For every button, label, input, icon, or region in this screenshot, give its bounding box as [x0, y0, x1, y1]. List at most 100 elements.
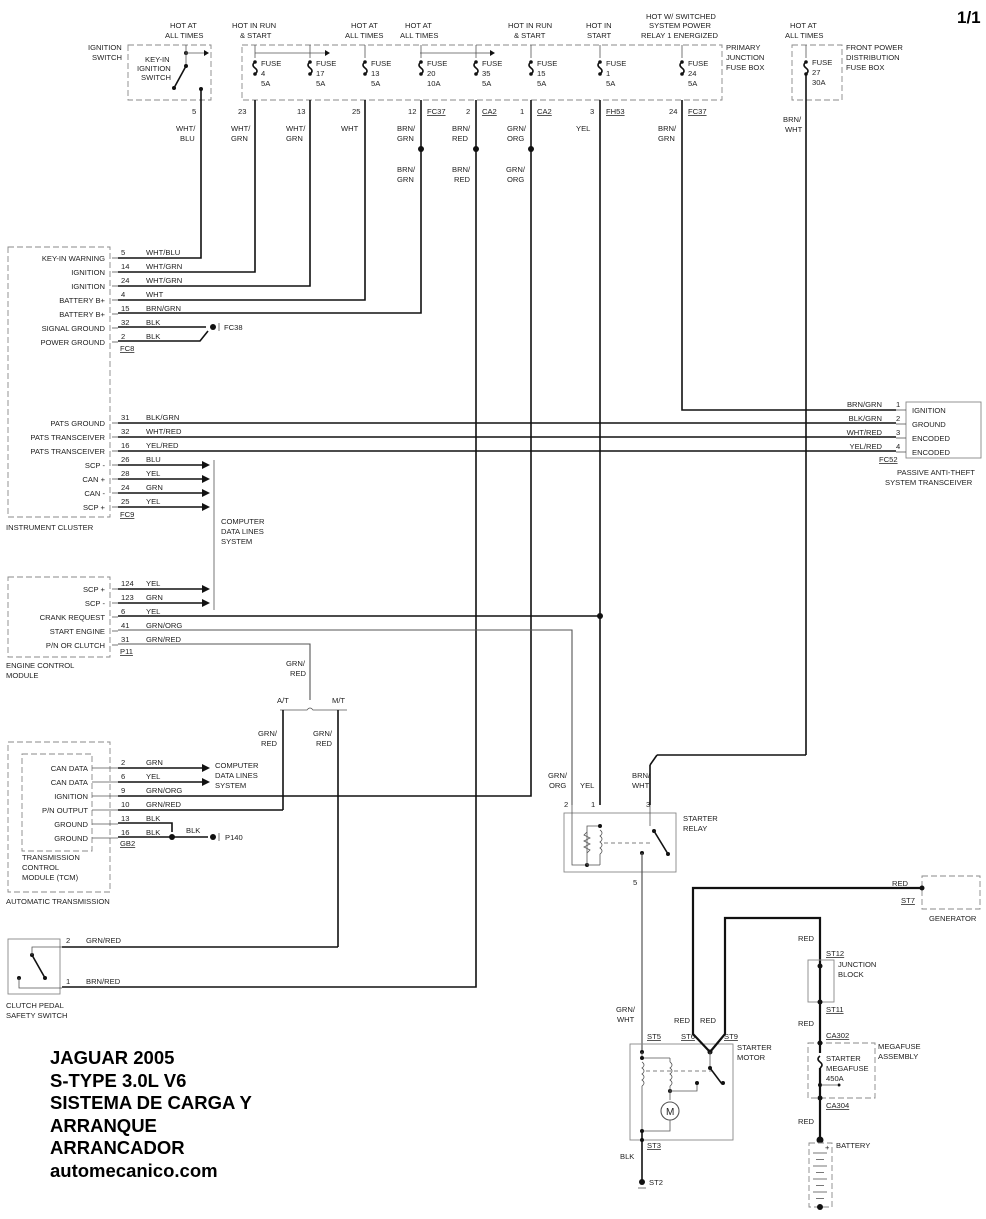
pin-name: GROUND	[912, 420, 946, 429]
switch-lead	[31, 946, 62, 955]
wire-label: BLU	[180, 134, 195, 143]
pin-number: 12	[408, 107, 416, 116]
arrow-icon	[204, 50, 209, 56]
pin-number: 25	[352, 107, 360, 116]
pin-name: SCP -	[85, 461, 106, 470]
wire-label: BRN/GRN	[847, 400, 882, 409]
battery-outline	[808, 1142, 833, 1208]
pin-number: 5	[192, 107, 196, 116]
pin-name: BATTERY B+	[59, 296, 105, 305]
power-note: HOT IN RUN	[232, 21, 276, 30]
fuse-box-outline	[791, 44, 843, 101]
connector-label: CA2	[537, 107, 552, 116]
pin-number: 1	[591, 800, 595, 809]
wire-brn-wht	[649, 754, 658, 766]
pin-number: 1	[66, 977, 70, 986]
pin-number: 4	[896, 442, 900, 451]
wire-label: GRN	[146, 593, 163, 602]
arrow-icon	[202, 764, 210, 772]
wire-label: GRN/	[258, 729, 278, 738]
fuse-contact	[598, 72, 602, 76]
pin-number: 9	[121, 786, 125, 795]
title-line: ARRANCADOR	[50, 1137, 185, 1158]
wire-label: GRN	[146, 483, 163, 492]
option-split-line	[280, 707, 347, 711]
battery-polarity: +	[825, 1143, 830, 1152]
pin-number: 5	[633, 878, 637, 887]
module-outline	[7, 246, 111, 518]
fuse-rating: 5A	[316, 79, 326, 88]
solenoid-blade	[709, 1067, 723, 1085]
fuse-rating: 5A	[371, 79, 381, 88]
motor-outline	[629, 1043, 734, 1141]
pin-name: ENCODED	[912, 434, 950, 443]
wire-label: BLK	[146, 828, 160, 837]
wire-label: BRN/	[452, 165, 471, 174]
data-lines-label: DATA LINES	[221, 527, 264, 536]
pin-name: CRANK REQUEST	[40, 613, 106, 622]
title-line: S-TYPE 3.0L V6	[50, 1069, 187, 1091]
fuse-rating: 5A	[688, 79, 698, 88]
megafuse-name: STARTER	[826, 1054, 861, 1063]
wire-label: GRN/RED	[146, 635, 182, 644]
switch-contact	[43, 976, 47, 980]
pin-name: SIGNAL GROUND	[42, 324, 106, 333]
fuse-name: FUSE	[606, 59, 626, 68]
wire-label: YEL	[576, 124, 590, 133]
megafuse-assembly: RED CA302 STARTER MEGAFUSE 450A MEGAFUSE…	[798, 1002, 921, 1140]
wire-label: YEL	[146, 607, 160, 616]
resistor-icon	[583, 831, 591, 854]
module-label: SYSTEM TRANSCEIVER	[885, 478, 973, 487]
at-mt-split: GRN/ RED A/T M/T GRN/ RED GRN/ RED	[258, 659, 347, 947]
wire-label: WHT	[617, 1015, 635, 1024]
wire-wht-blu	[118, 250, 202, 259]
pin-number: 26	[121, 455, 129, 464]
ignition-switch: IGNITION SWITCH HOT AT ALL TIMES KEY-IN …	[88, 21, 212, 250]
switch-blade	[173, 65, 187, 89]
wire-label: ORG	[549, 781, 566, 790]
terminal-dot	[640, 1056, 644, 1060]
pin-number: 10	[121, 800, 129, 809]
coil-lead	[642, 1120, 671, 1132]
megafuse-outline	[807, 1042, 876, 1099]
wire-grn-org	[118, 100, 532, 797]
fuse-icon	[473, 61, 479, 75]
module-label: ENGINE CONTROL	[6, 661, 74, 670]
wire-wht-grn	[118, 100, 311, 287]
generator-outline	[921, 875, 981, 910]
primary-junction-fuse-box: PRIMARY JUNCTION FUSE BOX HOT IN RUN & S…	[231, 12, 764, 143]
fuse-number: 24	[688, 69, 696, 78]
fuse-number: 27	[812, 68, 820, 77]
coil-lead	[586, 825, 600, 865]
pin-number: 2	[121, 758, 125, 767]
junction-block: RED ST12 JUNCTION BLOCK ST11	[798, 934, 876, 1014]
module-label: TRANSMISSION	[22, 853, 80, 862]
pin-name: SCP +	[83, 503, 106, 512]
battery-cells-icon	[813, 1152, 827, 1199]
wire-label: GRN/ORG	[146, 621, 182, 630]
ground-label: P140	[225, 833, 243, 842]
wire-label: BLK	[146, 318, 160, 327]
ground-dot	[210, 834, 216, 840]
fuse-rating: 10A	[427, 79, 441, 88]
terminal-label: ST12	[826, 949, 844, 958]
fuse-rating: 30A	[812, 78, 826, 87]
title-block: JAGUAR 2005 S-TYPE 3.0L V6 SISTEMA DE CA…	[50, 1047, 252, 1182]
coil-icon	[641, 1061, 645, 1087]
pin-number: 25	[121, 497, 129, 506]
wire-label: ORG	[507, 134, 524, 143]
wire-label: RED	[798, 934, 815, 943]
module-label: MODULE	[6, 671, 39, 680]
connector-label: FC37	[688, 107, 707, 116]
power-note: ALL TIMES	[165, 31, 203, 40]
title-line: SISTEMA DE CARGA Y	[50, 1092, 252, 1113]
wire-label: RED	[798, 1019, 815, 1028]
